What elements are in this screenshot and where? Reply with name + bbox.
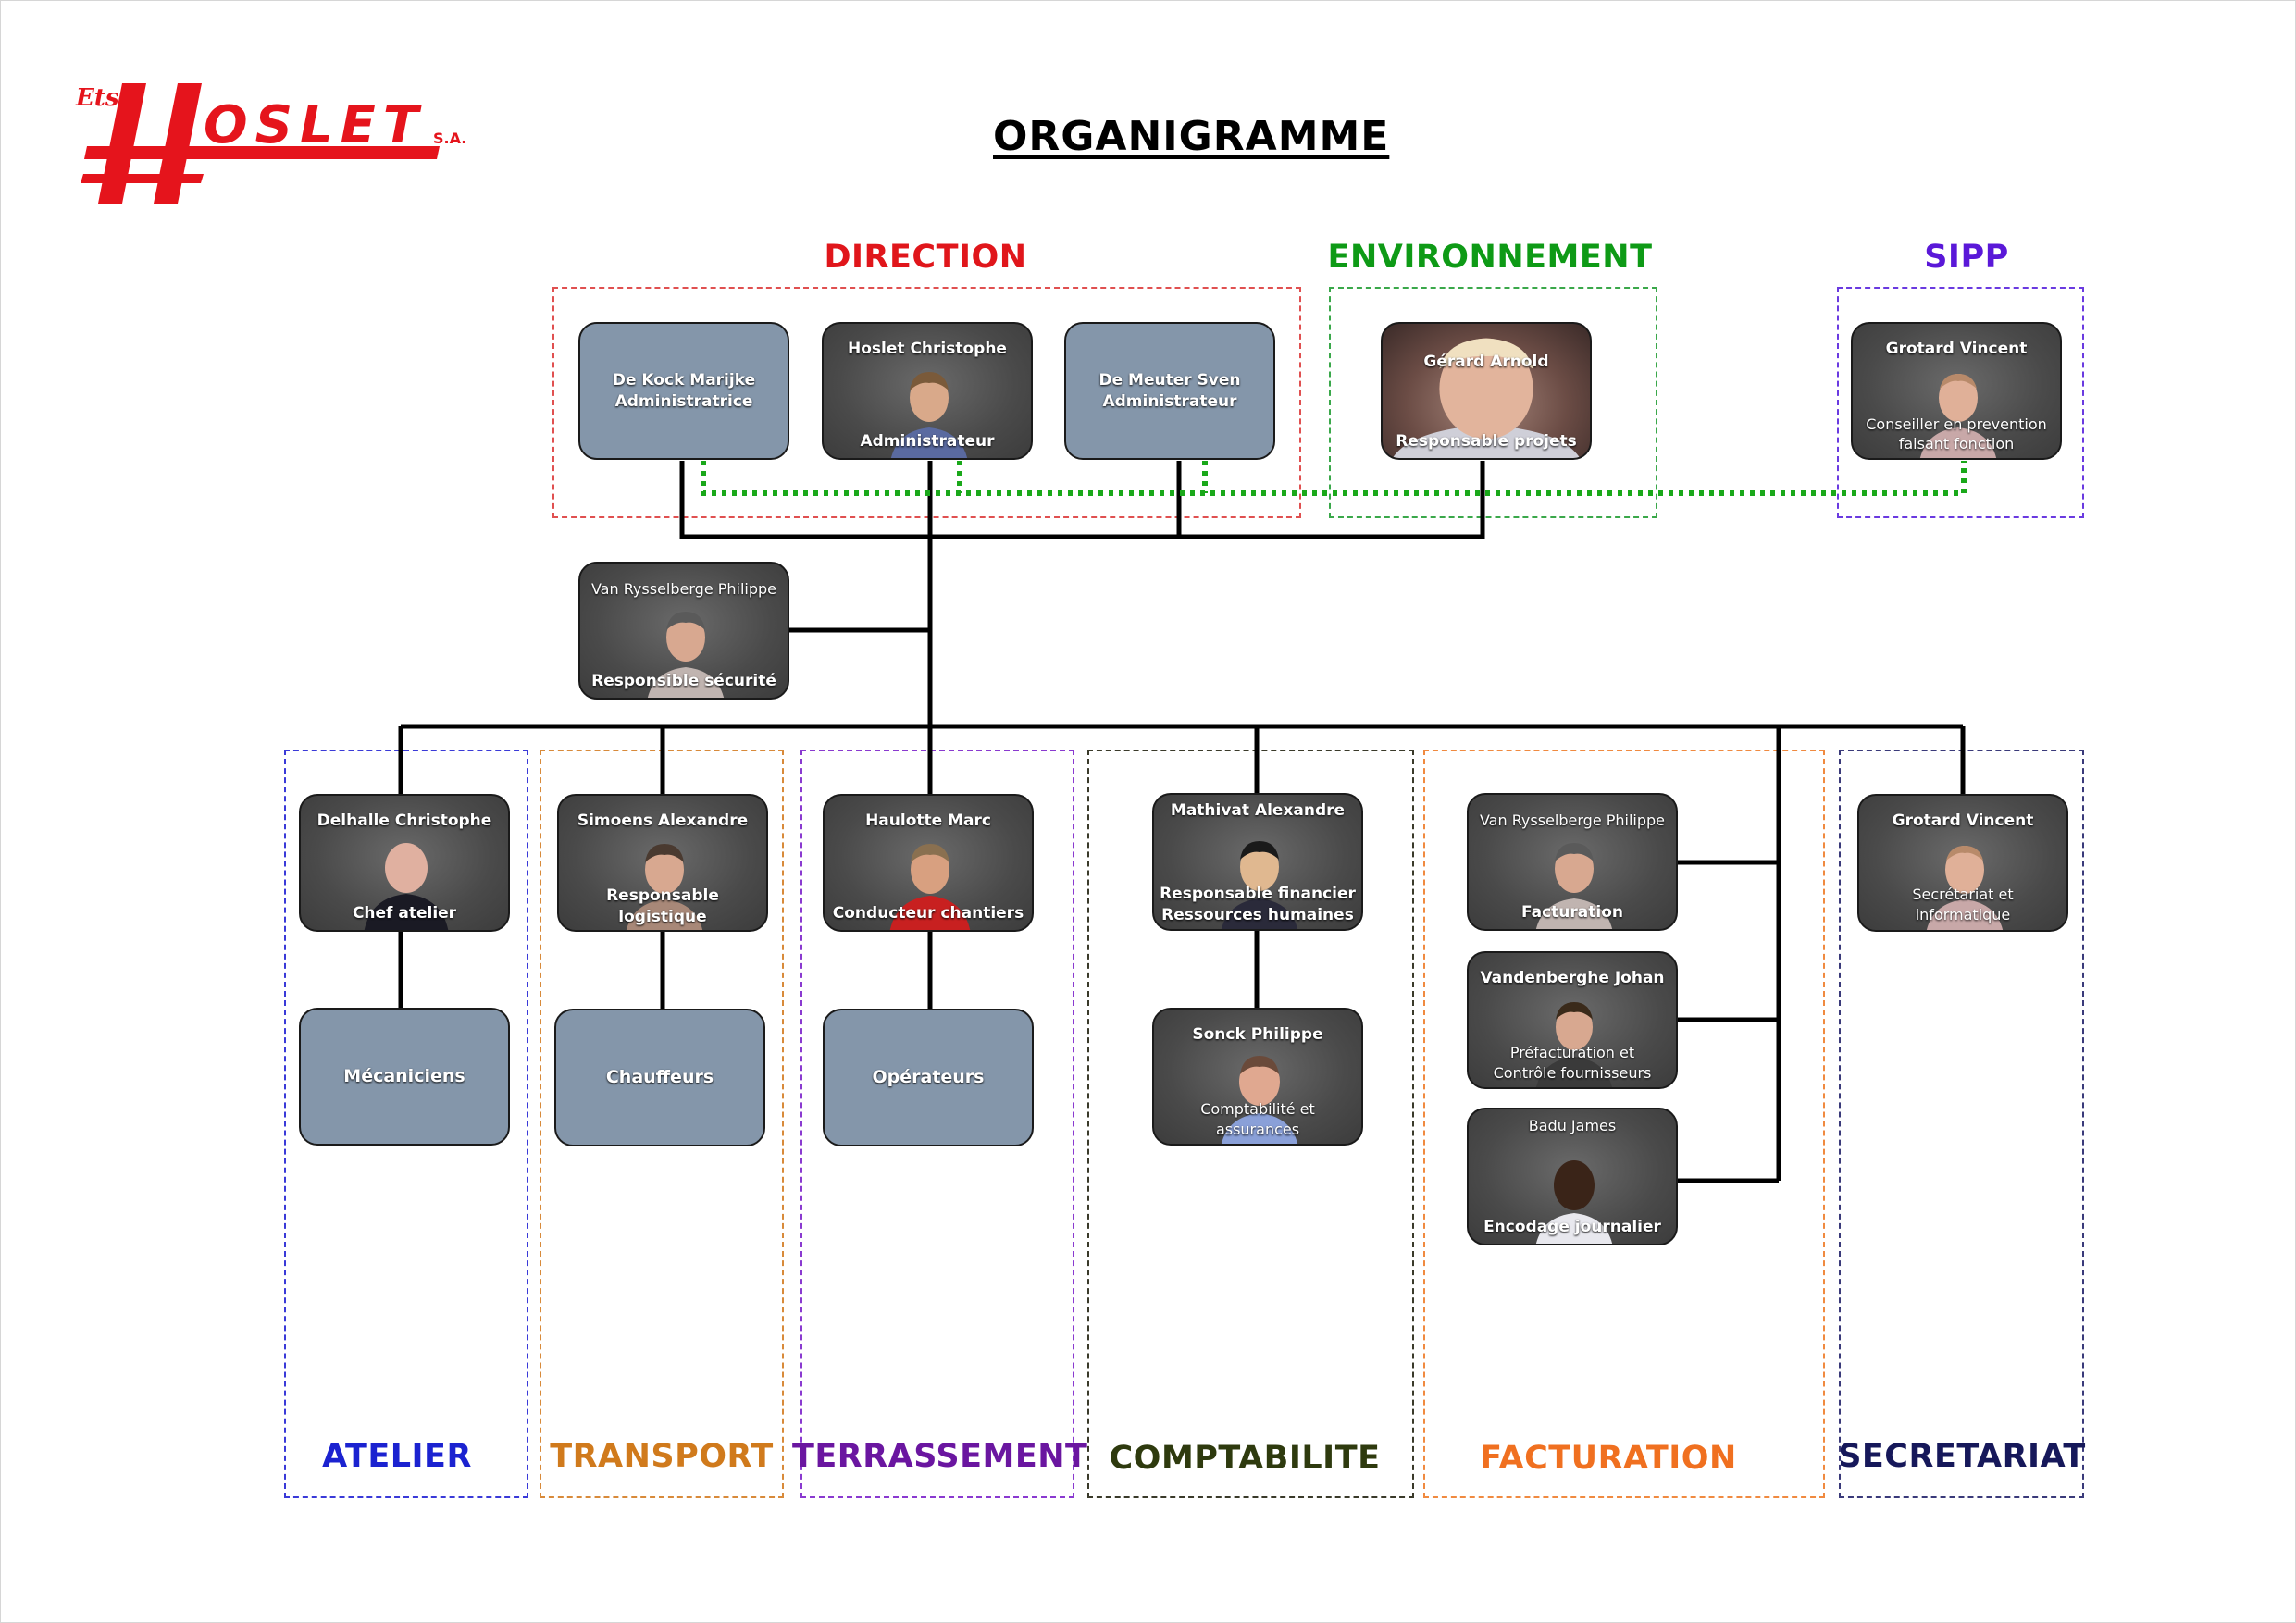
node-name: De Kock Marijke [612,370,756,390]
person-photo-icon [1392,338,1581,458]
page-title: ORGANIGRAMME [993,113,1390,160]
node-role-line-1: Conseiller en prevention [1866,415,2047,433]
group-title-terrassement: TERRASSEMENT [792,1438,1088,1475]
node-name: Haulotte Marc [865,812,991,830]
node-label: Chauffeurs [605,1067,714,1087]
node-delhalle-christophe: Delhalle Christophe Chef atelier [299,794,510,932]
node-role-line-2: faisant fonction [1898,435,2015,452]
hoslet-logo: Ets OSLET S.A. [75,83,466,204]
group-title-secretariat: SECRETARIAT [1838,1438,2086,1475]
group-title-sipp: SIPP [1924,239,2009,276]
group-title-atelier: ATELIER [322,1438,472,1475]
node-name: Grotard Vincent [1892,812,2034,830]
node-de-kock-marijke: De Kock Marijke Administratrice [578,322,789,460]
node-role: Administrateur [860,432,995,451]
person-photo-icon [1535,1160,1613,1244]
node-van-rysselberge-securite: Van Rysselberge Philippe Responsible séc… [578,562,789,700]
node-role-line-2: informatique [1915,906,2011,923]
node-label: Opérateurs [872,1067,985,1087]
node-grotard-vincent-sipp: Grotard Vincent Conseiller en prevention… [1851,322,2062,460]
node-mecaniciens: Mécaniciens [299,1008,510,1146]
node-name: Vandenberghe Johan [1480,969,1665,987]
person-photo-icon [1221,841,1298,929]
node-role: Préfacturation et Contrôle fournisseurs [1469,1043,1676,1084]
svg-text:OSLET: OSLET [204,95,426,155]
node-operateurs: Opérateurs [823,1009,1034,1146]
node-role: Administratrice [614,391,753,411]
node-vandenberghe-johan: Vandenberghe Johan Préfacturation et Con… [1467,951,1678,1089]
svg-text:S.A.: S.A. [433,130,466,147]
node-name: Van Rysselberge Philippe [1479,812,1666,829]
person-photo-icon [647,612,725,698]
node-name: Delhalle Christophe [316,812,492,830]
node-grotard-vincent-secretariat: Grotard Vincent Secrétariat et informati… [1857,794,2068,932]
node-role: Secrétariat et informatique [1859,885,2066,925]
person-photo-icon [889,844,971,930]
group-title-environnement: ENVIRONNEMENT [1327,239,1653,276]
node-name: Hoslet Christophe [848,340,1007,358]
person-photo-icon [626,844,703,930]
node-chauffeurs: Chauffeurs [554,1009,765,1146]
node-role: Administrateur [1102,391,1237,411]
node-sonck-philippe: Sonck Philippe Comptabilité et assurance… [1152,1008,1363,1146]
group-frame-direction [552,287,1301,518]
svg-text:Ets: Ets [75,84,119,112]
node-role: Responsable projets [1396,432,1577,451]
person-photo-icon [1535,843,1613,929]
node-name: Grotard Vincent [1885,340,2028,358]
person-photo-icon [1919,374,1997,458]
group-frame-terrassement [800,750,1074,1498]
node-simoens-alexandre: Simoens Alexandre Responsable logistique [557,794,768,932]
node-role: Conseiller en prevention faisant fonctio… [1853,415,2060,453]
node-name: Gérard Arnold [1423,353,1549,371]
person-photo-icon [1926,846,2004,930]
person-photo-icon [890,372,968,458]
group-title-comptabilite: COMPTABILITE [1109,1440,1381,1477]
group-frame-comptabilite [1087,750,1414,1498]
node-role-line-1: Responsable [606,886,719,905]
node-de-meuter-sven: De Meuter Sven Administrateur [1064,322,1275,460]
node-role: Responsable logistique [559,886,766,928]
node-gerard-arnold: Gérard Arnold Responsable projets [1381,322,1592,460]
node-label: Mécaniciens [343,1066,465,1086]
group-title-transport: TRANSPORT [550,1438,774,1475]
node-name: Sonck Philippe [1192,1025,1323,1044]
node-role: Encodage journalier [1483,1218,1661,1236]
node-role-line-1: Comptabilité et [1200,1100,1315,1118]
node-role: Facturation [1521,903,1623,922]
node-role-line-2: assurances [1215,1121,1300,1138]
node-name: Badu James [1528,1117,1617,1134]
group-title-direction: DIRECTION [824,239,1027,276]
node-mathivat-alexandre: Mathivat Alexandre Responsable financier… [1152,793,1363,931]
node-badu-james: Badu James Encodage journalier [1467,1108,1678,1245]
node-role: Responsible sécurité [591,672,776,690]
group-frame-facturation [1423,750,1825,1498]
node-name: Van Rysselberge Philippe [590,580,777,598]
node-van-rysselberge-facturation: Van Rysselberge Philippe Facturation [1467,793,1678,931]
node-haulotte-marc: Haulotte Marc Conducteur chantiers [823,794,1034,932]
node-role: Chef atelier [352,904,457,923]
group-frame-environnement [1329,287,1657,518]
group-frame-sipp [1837,287,2084,518]
node-name: Mathivat Alexandre [1170,801,1346,820]
group-frame-atelier [284,750,528,1498]
node-role: Responsable financier Ressources humaine… [1154,884,1361,926]
node-role-line-1: Secrétariat et [1912,886,2014,903]
node-name: De Meuter Sven [1098,370,1241,390]
person-photo-icon [1221,1056,1298,1144]
node-hoslet-christophe: Hoslet Christophe Administrateur [822,322,1033,460]
node-role-line-1: Responsable financier [1160,885,1356,903]
node-role-line-2: logistique [618,908,707,926]
node-role-line-2: Contrôle fournisseurs [1493,1064,1652,1082]
node-role: Comptabilité et assurances [1154,1099,1361,1140]
person-photo-icon [364,843,449,930]
person-photo-icon [1535,1002,1613,1087]
node-role-line-2: Ressources humaines [1161,906,1354,924]
node-role: Conducteur chantiers [832,904,1024,923]
node-name: Simoens Alexandre [577,812,749,830]
node-role-line-1: Préfacturation et [1509,1044,1635,1061]
group-title-facturation: FACTURATION [1480,1440,1737,1477]
